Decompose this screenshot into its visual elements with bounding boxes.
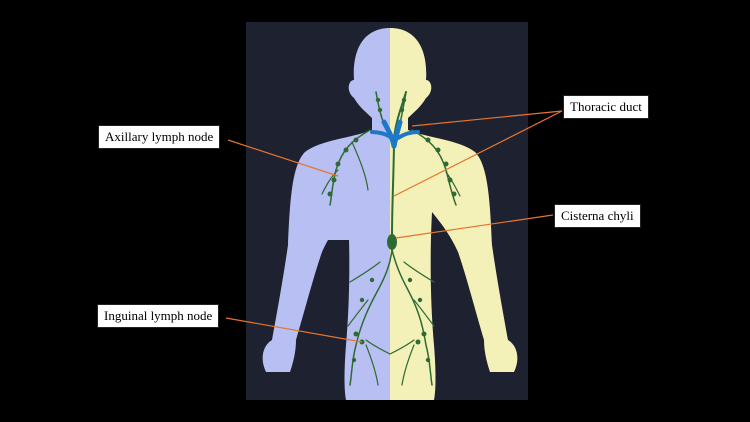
label-axillary-lymph-node: Axillary lymph node	[98, 125, 220, 149]
label-thoracic-duct: Thoracic duct	[563, 95, 649, 119]
cisterna-chyli-node	[387, 234, 397, 250]
label-cisterna-chyli: Cisterna chyli	[554, 204, 641, 228]
label-inguinal-lymph-node: Inguinal lymph node	[97, 304, 219, 328]
